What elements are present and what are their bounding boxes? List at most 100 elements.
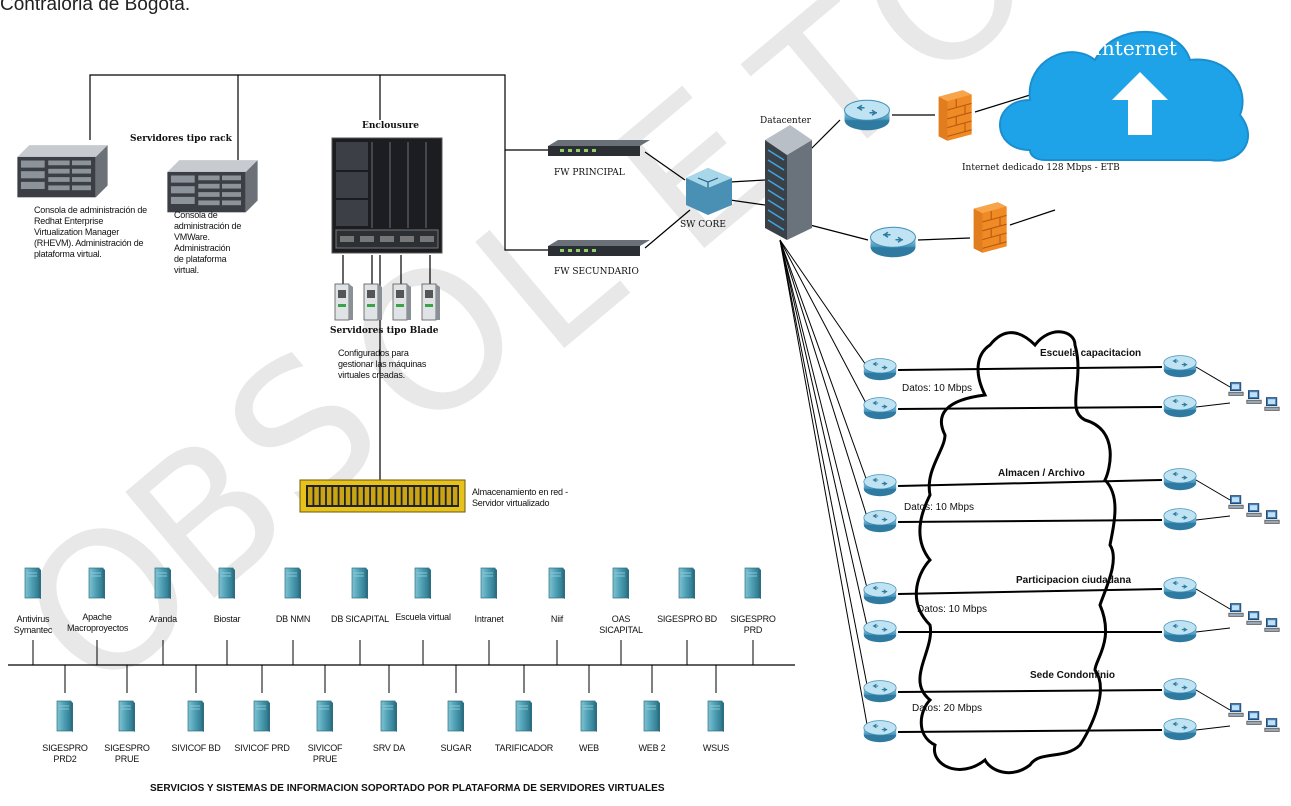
service-label: Aranda: [149, 614, 177, 624]
fanout-line: [779, 239, 869, 593]
server-tower-icon: [24, 567, 42, 600]
router-icon: [1163, 678, 1197, 701]
disk-slot: [383, 487, 389, 505]
blade-title: Servidores tipo Blade: [330, 326, 439, 336]
datacenter-rack: [765, 125, 812, 240]
disk-slot: [326, 487, 332, 505]
pc-icon: [1228, 703, 1244, 717]
fw-principal-device: [548, 140, 650, 156]
service-label: SIVICOF PRUE: [307, 743, 343, 764]
disk-slot: [408, 487, 414, 505]
firewall-icon: [972, 201, 1008, 254]
server-tower-icon: [580, 700, 598, 733]
server-tower-icon: [218, 567, 236, 600]
storage-array: [299, 479, 466, 513]
enclosure-title: Enclousure: [362, 121, 419, 131]
fanout-line: [779, 239, 869, 691]
disk-slot: [396, 487, 401, 505]
router-icon: [1163, 577, 1197, 600]
disk-slot: [371, 487, 376, 505]
server-tower-icon: [253, 700, 271, 733]
fanout-links: [779, 239, 869, 731]
pc-link: [1195, 627, 1231, 633]
fanout-line: [779, 239, 869, 631]
server-tower-icon: [380, 700, 398, 733]
router-icon: [1163, 718, 1197, 741]
rack-server-icon: [167, 160, 258, 213]
server-tower-icon: [447, 700, 465, 733]
pc-link: [1195, 689, 1231, 711]
rack-servers-title: Servidores tipo rack: [130, 134, 232, 144]
pc-icon: [1228, 382, 1244, 396]
pc-icon: [1264, 397, 1280, 411]
site-link: [897, 406, 1163, 410]
disk-slot: [339, 487, 344, 505]
wan-cloud: [914, 330, 1117, 775]
rack-server-icon: [17, 145, 108, 198]
service-label: Apache Macroproyectos: [67, 612, 129, 633]
service-label: Biostar: [213, 614, 241, 624]
router-icon: [1163, 508, 1197, 531]
site-link: [897, 519, 1163, 523]
router-icon: [863, 680, 897, 703]
server-tower-icon: [612, 567, 630, 600]
datacenter-label: Datacenter: [760, 116, 811, 126]
blade-server-icon: [363, 283, 383, 321]
disk-slot: [358, 487, 363, 505]
server-tower-icon: [316, 700, 334, 733]
site-name: Escuela capacitacion: [1040, 348, 1142, 359]
pc-link: [1195, 515, 1231, 521]
site-speed: Datos: 10 Mbps: [904, 502, 975, 513]
server-tower-icon: [744, 567, 762, 600]
blade-server-icon: [392, 283, 412, 321]
firewall-icon: [937, 89, 973, 142]
router-icon: [863, 720, 897, 743]
service-label: SUGAR: [440, 743, 472, 753]
service-label: SIVICOF PRD: [234, 743, 290, 753]
router-icon: [1163, 620, 1197, 643]
disk-slot: [446, 487, 452, 505]
storage-description: Almacenamiento en red - Servidor virtual…: [472, 487, 568, 508]
service-label: Intranet: [474, 614, 504, 624]
service-label: SRV DA: [372, 743, 406, 753]
service-label: SIVICOF BD: [171, 743, 221, 753]
service-label: DB NMN: [275, 614, 311, 624]
router-icon: [863, 358, 897, 381]
server-tower-icon: [88, 567, 106, 600]
server-tower-icon: [154, 567, 172, 600]
disk-slot: [314, 487, 319, 505]
service-label: Niif: [550, 614, 564, 624]
router-icon: [863, 582, 897, 605]
router-icon: [863, 620, 897, 643]
disk-slot: [333, 487, 338, 505]
server-tower-icon: [480, 567, 498, 600]
core-links: [89, 74, 1056, 480]
site-link: [897, 588, 1163, 595]
disk-slot: [427, 487, 433, 505]
service-label: SIGESPRO PRUE: [104, 743, 150, 764]
server-tower-icon: [707, 700, 725, 733]
service-label: WSUS: [702, 743, 730, 753]
pc-icon: [1246, 390, 1262, 404]
site-link: [897, 689, 1163, 693]
site-name: Participacion ciudadana: [1016, 575, 1132, 586]
server-tower-icon: [414, 567, 432, 600]
disk-slot: [364, 487, 370, 505]
server-tower-icon: [548, 567, 566, 600]
router-icon: [863, 510, 897, 533]
site-speed: Datos: 10 Mbps: [902, 383, 973, 394]
disk-slot: [440, 487, 445, 505]
rack1-description: Consola de administración de Redhat Ente…: [34, 205, 147, 259]
rack2-description: Consola de administración de VMWare. Adm…: [174, 210, 242, 275]
blade-server-icon: [334, 283, 354, 321]
service-label: OAS SICAPITAL: [599, 614, 643, 635]
pc-link: [1195, 725, 1231, 731]
server-tower-icon: [284, 567, 302, 600]
router-icon: [843, 99, 891, 132]
blade-server-icon: [421, 283, 441, 321]
disk-slot: [389, 487, 395, 505]
pc-link: [1195, 366, 1231, 388]
sw-core-label: SW CORE: [680, 220, 726, 230]
disk-slot: [345, 487, 351, 505]
disk-slot: [402, 487, 407, 505]
